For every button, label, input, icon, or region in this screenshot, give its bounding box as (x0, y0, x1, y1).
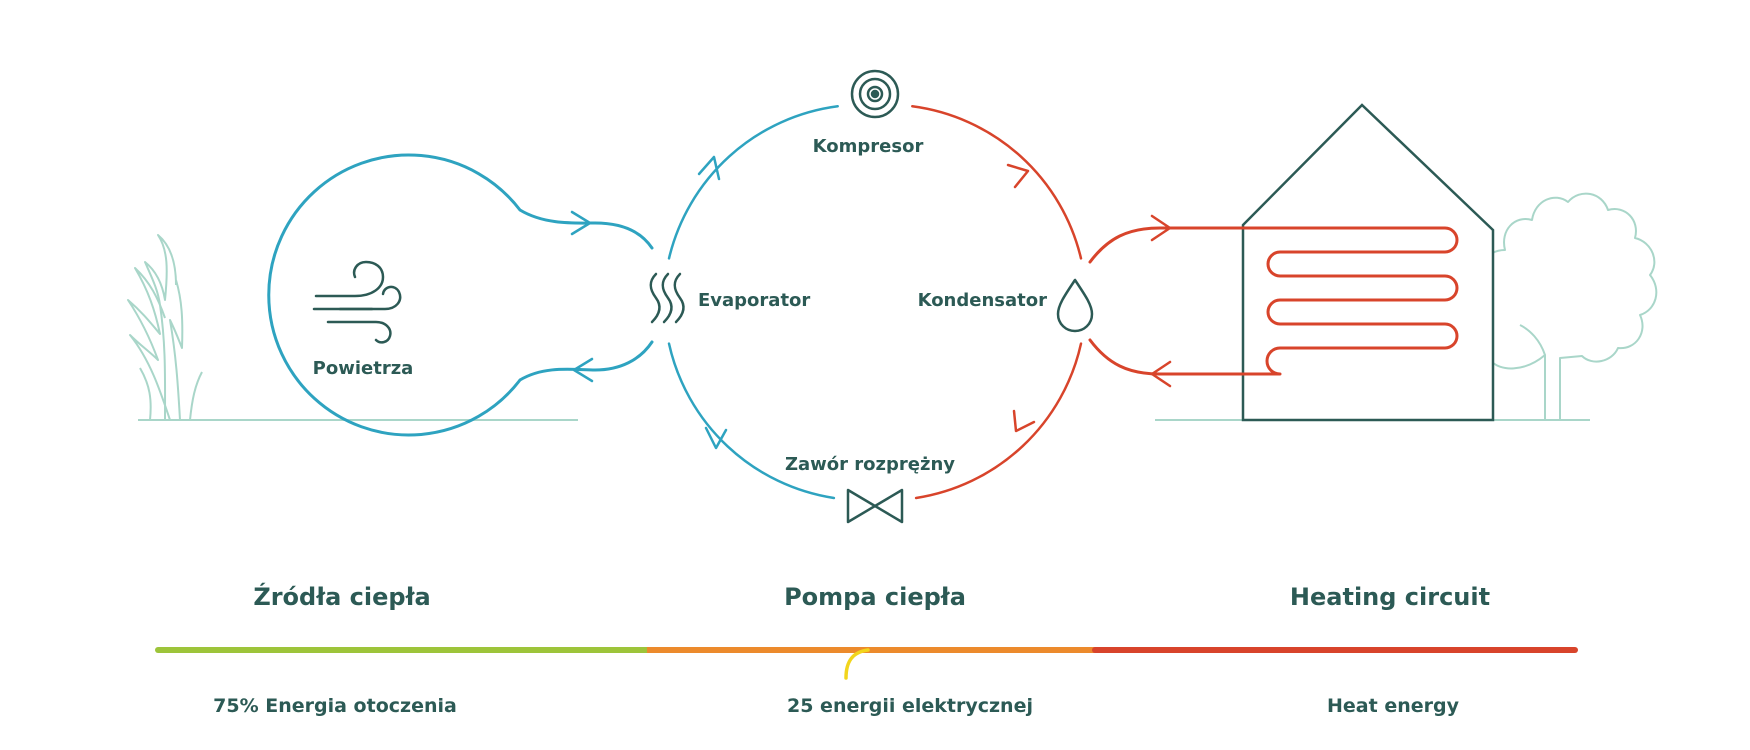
section-source-title: Źródła ciepła (253, 582, 430, 611)
compressor-icon (850, 69, 900, 119)
heat-waves-icon (649, 272, 685, 324)
section-heating-subtitle: Heat energy (1327, 695, 1460, 717)
arrow-left-icon (572, 357, 594, 383)
flow-arrows (697, 155, 1036, 450)
arrow-left-icon (1150, 360, 1172, 388)
source-loop (267, 153, 654, 437)
refrigerant-hot-side (911, 105, 1083, 500)
section-heating-title: Heating circuit (1290, 583, 1490, 611)
arrow-right-icon (1150, 214, 1172, 242)
valve-icon (846, 488, 904, 524)
wind-icon (312, 260, 402, 344)
house-icon (1240, 103, 1495, 422)
electric-input-line (844, 648, 870, 680)
expansion-valve-label: Zawór rozprężny (785, 454, 955, 475)
arrow-right-icon (570, 210, 592, 236)
heating-loop (1088, 226, 1242, 376)
condenser-label: Kondensator (918, 290, 1048, 311)
section-source-subtitle: 75% Energia otoczenia (213, 695, 457, 717)
floor-heating-coil (1240, 226, 1459, 376)
grass-icon (127, 234, 203, 421)
droplet-icon (1056, 278, 1094, 333)
section-heat-pump-subtitle: 25 energii elektrycznej (787, 695, 1033, 717)
section-heat-pump-title: Pompa ciepła (784, 583, 966, 611)
refrigerant-cold-side (667, 105, 839, 500)
compressor-label: Kompresor (813, 136, 924, 157)
air-label: Powietrza (313, 358, 414, 379)
tree-icon (1465, 192, 1658, 420)
evaporator-label: Evaporator (698, 290, 810, 311)
